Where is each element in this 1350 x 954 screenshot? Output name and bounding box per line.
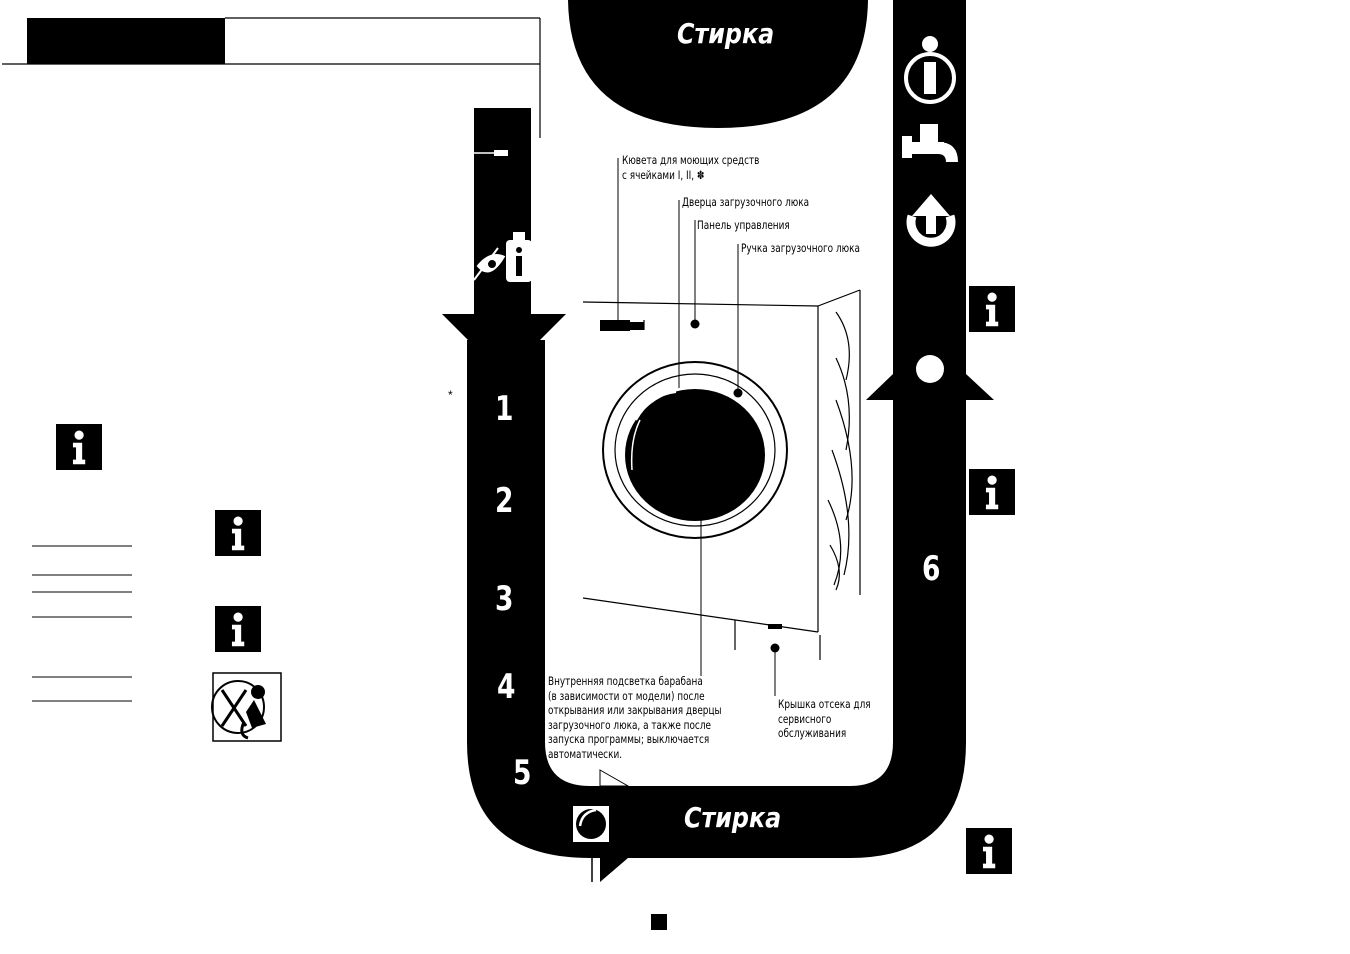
top-title-disc [568, 0, 868, 128]
flow-title-top: Стирка [677, 17, 775, 50]
door-handle-dot [733, 388, 743, 398]
left-arrow-head [442, 314, 566, 340]
step-3: 3 [495, 579, 514, 619]
left-arrow-shaft [474, 108, 531, 314]
leader-lines [617, 158, 776, 696]
step-4: 4 [497, 667, 516, 707]
step-6: 6 [922, 549, 941, 589]
restart-arrow-icon [906, 194, 956, 247]
no-child-icon [211, 672, 282, 742]
info-icon [215, 606, 261, 652]
label-door-handle: Ручка загрузочного люка [741, 241, 860, 255]
label-drum-light: Внутренняя подсветка барабана (в зависим… [548, 674, 722, 761]
label-detergent-drawer: Кювета для моющих средств с ячейками I, … [622, 153, 760, 182]
page-square-icon [651, 914, 667, 930]
step-2: 2 [495, 481, 514, 521]
washing-machine [582, 289, 861, 660]
step-1: 1 [495, 389, 514, 429]
label-control-panel: Панель управления [697, 218, 790, 232]
service-cover-latch [768, 624, 782, 629]
info-icon [56, 424, 102, 470]
label-service-cover: Крышка отсека для сервисного обслуживани… [778, 697, 871, 740]
info-icon [969, 469, 1015, 515]
info-circle-icon [904, 36, 956, 104]
eye-detergent-icon [473, 232, 532, 282]
info-icon [969, 286, 1015, 332]
info-icon [966, 828, 1012, 874]
mini-drawer-icon [494, 150, 508, 156]
detergent-drawer [600, 320, 630, 331]
asterisk-mark: * [448, 388, 453, 402]
drum-window [625, 389, 765, 521]
info-icon [215, 510, 261, 556]
pointer-arrow-top [599, 769, 630, 787]
control-panel-dot [690, 319, 700, 329]
service-cover-dot [770, 643, 780, 653]
faucet-icon [902, 124, 958, 162]
header-tab [27, 18, 225, 64]
flow-band [467, 340, 966, 858]
label-door: Дверца загрузочного люка [682, 195, 810, 209]
drum-icon [573, 806, 609, 842]
side-rules [32, 545, 132, 702]
right-arrow-head [866, 374, 994, 400]
dot-icon [916, 355, 944, 383]
pointer-arrow-bottom [600, 858, 628, 882]
flow-title-bottom: Стирка [684, 801, 782, 834]
step-5: 5 [513, 753, 532, 793]
